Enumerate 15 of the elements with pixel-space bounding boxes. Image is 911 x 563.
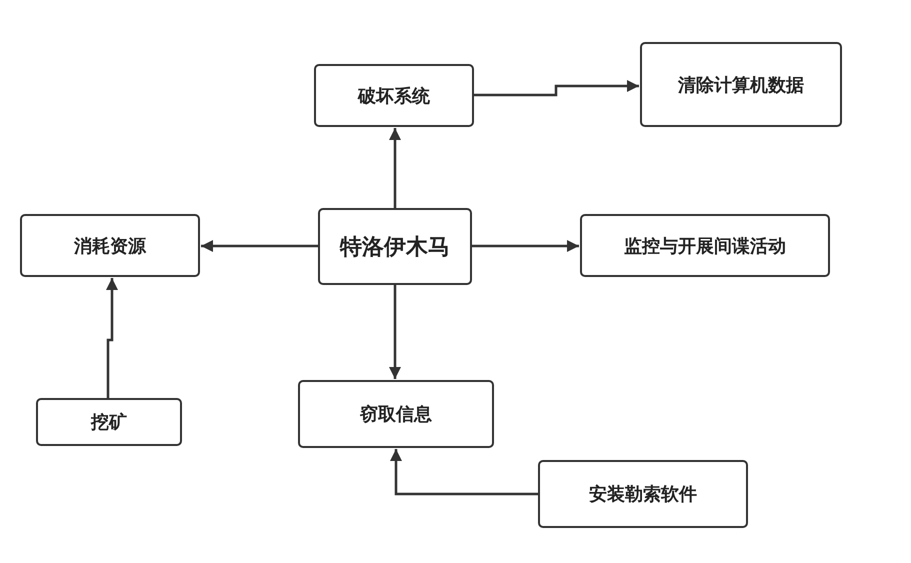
process-box: 窃取信息	[298, 380, 494, 448]
arrow	[389, 285, 401, 379]
process-box: 特洛伊木马	[318, 208, 472, 285]
arrow	[389, 128, 401, 208]
arrow	[390, 449, 538, 496]
process-box: 安装勒索软件	[538, 460, 748, 528]
arrow	[106, 278, 118, 398]
arrow	[474, 80, 639, 96]
arrow	[472, 240, 579, 252]
process-box: 消耗资源	[20, 214, 200, 277]
process-box: 挖矿	[36, 398, 182, 446]
process-box: 清除计算机数据	[640, 42, 842, 127]
arrow	[201, 240, 318, 252]
process-box: 破坏系统	[314, 64, 474, 127]
process-box: 监控与开展间谍活动	[580, 214, 830, 277]
